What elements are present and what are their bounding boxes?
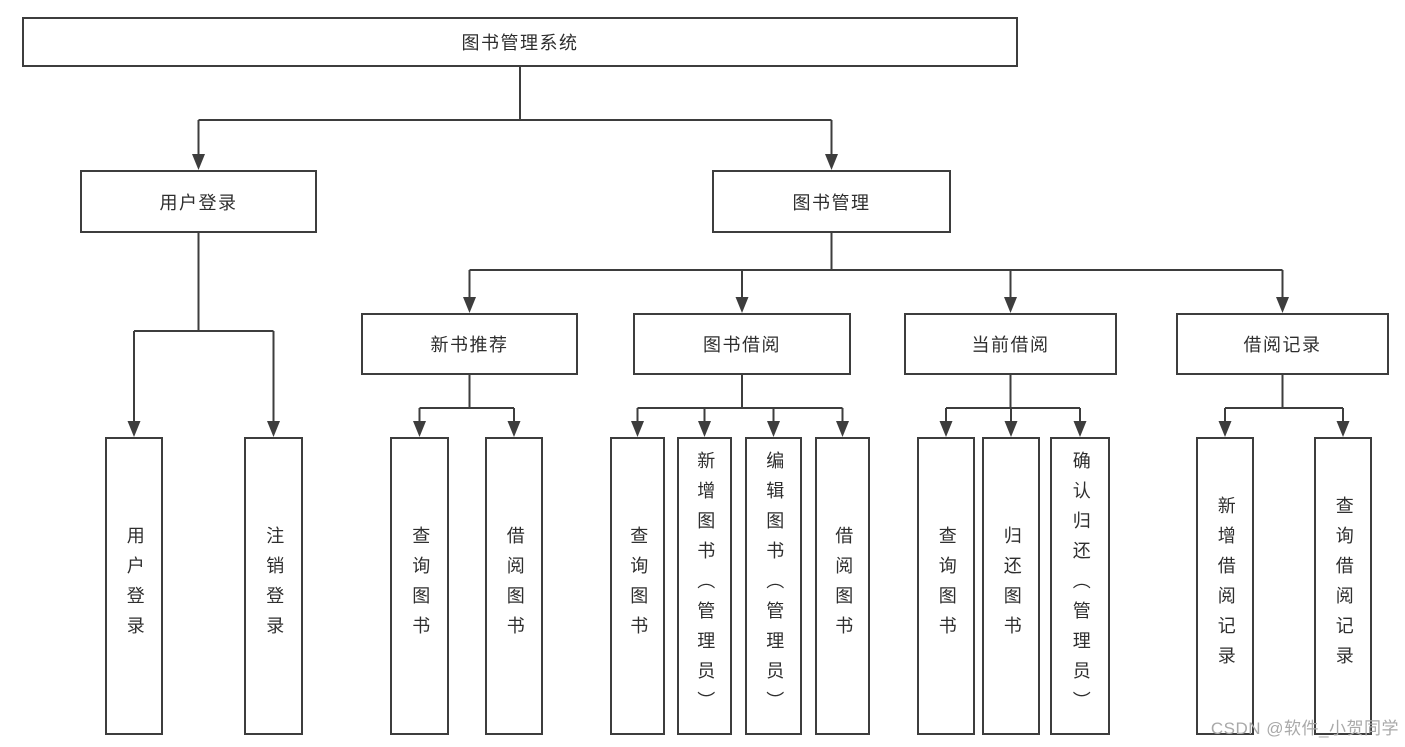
node-book-management: 图书管理 <box>712 170 951 233</box>
arrow-icon <box>735 297 749 313</box>
node-add-book-admin: 新增图书（管理员） <box>677 437 732 735</box>
node-label: 确认归还（管理员） <box>1070 451 1091 721</box>
node-query-books-recommend: 查询图书 <box>390 437 449 735</box>
arrow-icon <box>413 421 426 437</box>
node-borrow-books-leaf: 借阅图书 <box>815 437 870 735</box>
arrow-icon <box>1336 421 1350 437</box>
node-label: 借阅图书 <box>504 526 525 646</box>
node-label: 当前借阅 <box>971 335 1050 355</box>
arrowheads <box>127 154 1350 437</box>
node-current-borrow: 当前借阅 <box>904 313 1117 375</box>
node-label: 注销登录 <box>264 526 285 646</box>
arrow-icon <box>1073 421 1087 437</box>
node-book-borrow: 图书借阅 <box>633 313 851 375</box>
node-label: 新书推荐 <box>430 335 509 355</box>
arrow-icon <box>507 421 521 437</box>
arrow-icon <box>836 421 849 437</box>
node-new-book-recommend: 新书推荐 <box>361 313 578 375</box>
arrow-icon <box>1276 297 1289 313</box>
node-label: 查询图书 <box>410 526 431 646</box>
node-logout-leaf: 注销登录 <box>244 437 303 735</box>
arrow-icon <box>767 421 780 437</box>
arrow-icon <box>698 421 711 437</box>
node-label: 图书借阅 <box>703 335 781 355</box>
arrow-icon <box>192 154 205 170</box>
node-label: 图书管理 <box>792 192 871 213</box>
node-edit-book-admin: 编辑图书（管理员） <box>745 437 802 735</box>
arrow-icon <box>939 421 953 437</box>
node-label: 用户登录 <box>159 192 238 213</box>
node-confirm-return-admin: 确认归还（管理员） <box>1050 437 1110 735</box>
node-user-login: 用户登录 <box>80 170 317 233</box>
node-label: 借阅图书 <box>833 526 854 646</box>
node-borrow-records: 借阅记录 <box>1176 313 1389 375</box>
node-user-login-leaf: 用户登录 <box>105 437 163 735</box>
arrow-icon <box>267 421 280 437</box>
node-label: 查询图书 <box>628 526 649 646</box>
arrow-icon <box>127 421 141 437</box>
tree-edges <box>133 67 1344 425</box>
node-label: 归还图书 <box>1001 526 1022 646</box>
node-label: 借阅记录 <box>1243 335 1322 355</box>
arrow-icon <box>825 154 838 170</box>
node-label: 图书管理系统 <box>461 33 579 53</box>
arrow-icon <box>1004 297 1017 313</box>
node-borrow-books-recommend: 借阅图书 <box>485 437 543 735</box>
node-query-books-current: 查询图书 <box>917 437 975 735</box>
watermark: CSDN @软件_小贺同学 <box>1210 719 1399 738</box>
node-label: 用户登录 <box>124 526 145 646</box>
node-query-books-borrow: 查询图书 <box>610 437 665 735</box>
node-add-borrow-record: 新增借阅记录 <box>1196 437 1254 735</box>
node-label: 查询借阅记录 <box>1333 496 1354 676</box>
arrow-icon <box>1004 421 1018 437</box>
arrow-icon <box>463 297 476 313</box>
node-query-borrow-record: 查询借阅记录 <box>1314 437 1372 735</box>
node-label: 查询图书 <box>936 526 957 646</box>
node-label: 新增借阅记录 <box>1215 496 1236 676</box>
node-library-system: 图书管理系统 <box>22 17 1018 67</box>
arrow-icon <box>1218 421 1232 437</box>
arrow-icon <box>631 421 644 437</box>
node-label: 编辑图书（管理员） <box>764 451 785 721</box>
node-label: 新增图书（管理员） <box>695 451 716 721</box>
node-return-book: 归还图书 <box>982 437 1040 735</box>
